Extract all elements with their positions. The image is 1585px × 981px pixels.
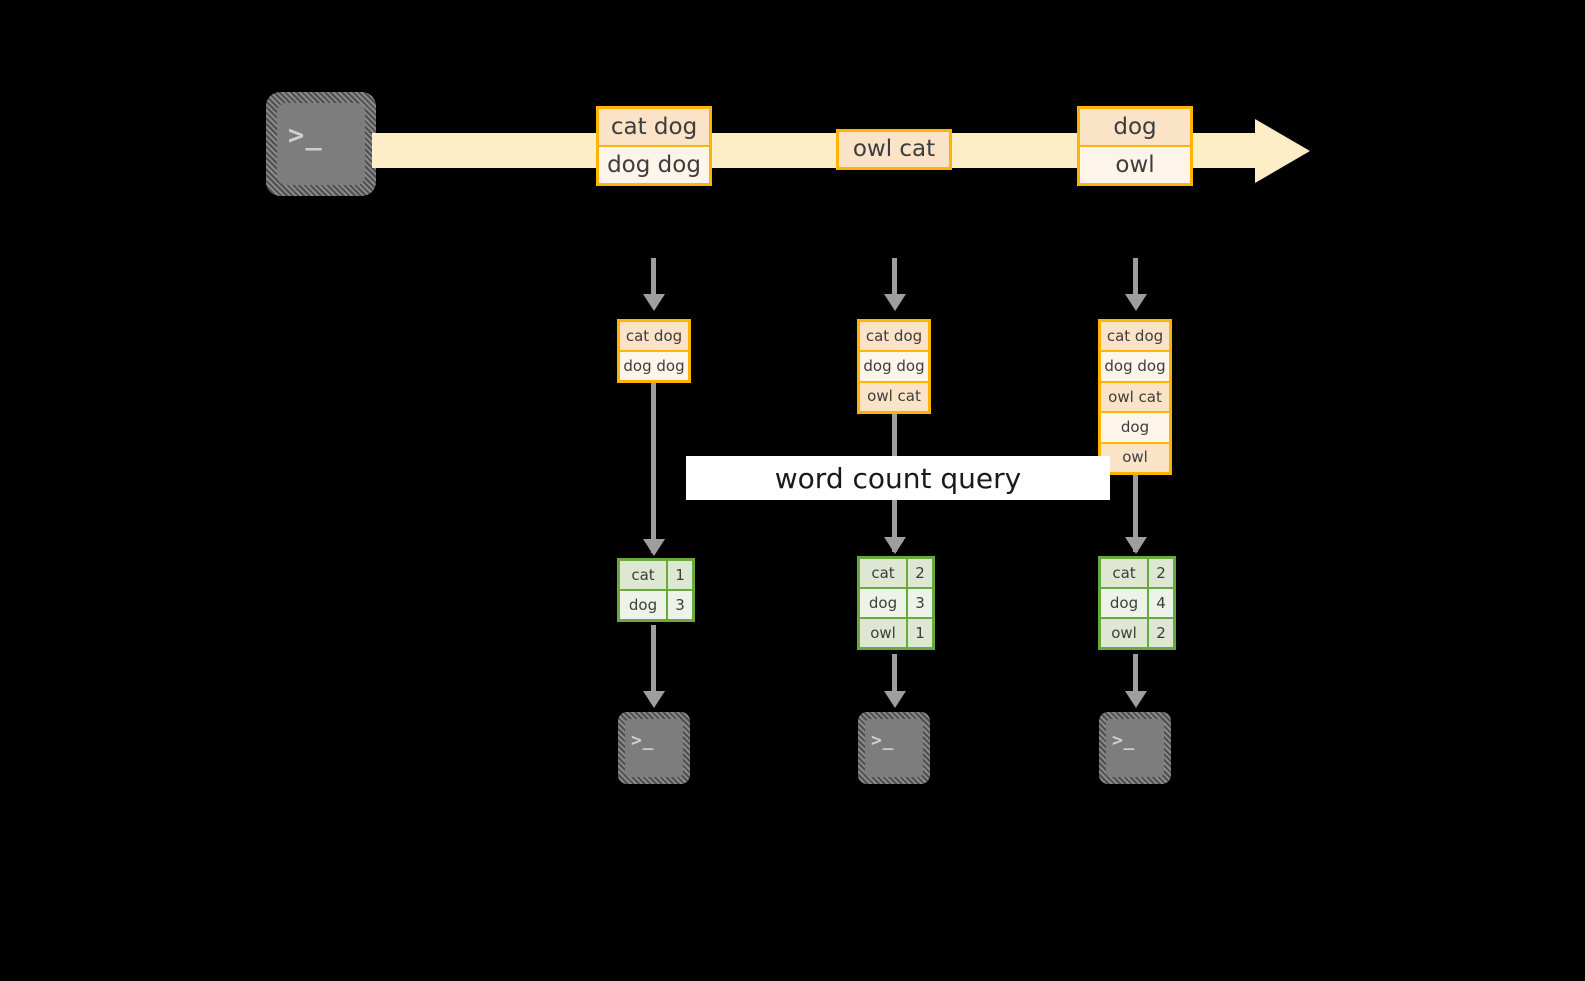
snapshot-records-1: cat dog dog dog <box>617 319 691 383</box>
terminal-body <box>865 719 923 777</box>
count-cell: 2 <box>1149 559 1173 587</box>
timeline-event-2: owl cat <box>836 129 952 170</box>
count-cell: 1 <box>668 561 692 589</box>
word-cell: owl <box>860 619 906 647</box>
terminal-prompt-glyph: >_ <box>871 730 895 751</box>
sink-terminal-icon-2: >_ <box>858 712 930 784</box>
snapshot-trigger-line-1 <box>651 258 656 296</box>
table-row: dog 3 <box>860 589 932 617</box>
word-count-table-1: cat 1 dog 3 <box>617 558 695 622</box>
table-row: owl 1 <box>860 619 932 647</box>
word-cell: dog <box>1101 589 1147 617</box>
sink-flow-line-3 <box>1133 654 1138 695</box>
record-line: dog dog <box>1101 352 1169 381</box>
sink-terminal-icon-3: >_ <box>1099 712 1171 784</box>
sink-flow-line-2 <box>892 654 897 695</box>
table-row: cat 2 <box>860 559 932 587</box>
record-line: dog dog <box>599 147 709 183</box>
snapshot-records-3: cat dog dog dog owl cat dog owl <box>1098 319 1172 475</box>
record-line: dog <box>1101 413 1169 442</box>
arrow-down-icon <box>643 539 665 556</box>
query-flow-line-3 <box>1133 475 1138 552</box>
arrow-down-icon <box>884 691 906 708</box>
word-cell: dog <box>860 589 906 617</box>
record-line: dog <box>1080 109 1190 145</box>
record-line: owl cat <box>839 132 949 167</box>
snapshot-records-2: cat dog dog dog owl cat <box>857 319 931 414</box>
word-cell: cat <box>620 561 666 589</box>
arrow-down-icon <box>643 691 665 708</box>
table-row: owl 2 <box>1101 619 1173 647</box>
count-cell: 2 <box>1149 619 1173 647</box>
table-row: dog 3 <box>620 591 692 619</box>
record-line: owl cat <box>1101 382 1169 412</box>
arrow-down-icon <box>884 294 906 311</box>
record-line: cat dog <box>860 322 928 351</box>
record-line: cat dog <box>599 109 709 145</box>
timeline-event-3: dog owl <box>1077 106 1193 186</box>
record-line: owl <box>1080 147 1190 183</box>
record-line: dog dog <box>860 352 928 381</box>
record-line: cat dog <box>620 322 688 350</box>
source-terminal-icon: >_ <box>266 92 376 196</box>
snapshot-trigger-line-2 <box>892 258 897 296</box>
sink-terminal-icon-1: >_ <box>618 712 690 784</box>
terminal-prompt-glyph: >_ <box>288 120 323 151</box>
arrow-down-icon <box>884 537 906 554</box>
word-cell: owl <box>1101 619 1147 647</box>
count-cell: 1 <box>908 619 932 647</box>
arrow-down-icon <box>1125 294 1147 311</box>
query-banner: word count query <box>686 456 1110 500</box>
count-cell: 3 <box>668 591 692 619</box>
word-cell: cat <box>860 559 906 587</box>
arrow-right-icon <box>1255 119 1310 183</box>
count-cell: 4 <box>1149 589 1173 617</box>
timeline-event-1: cat dog dog dog <box>596 106 712 186</box>
terminal-body <box>1106 719 1164 777</box>
record-line: owl <box>1101 443 1169 473</box>
word-cell: dog <box>620 591 666 619</box>
arrow-down-icon <box>1125 537 1147 554</box>
record-line: cat dog <box>1101 322 1169 351</box>
terminal-body <box>625 719 683 777</box>
sink-flow-line-1 <box>651 625 656 695</box>
query-flow-line-1 <box>651 383 656 553</box>
count-cell: 3 <box>908 589 932 617</box>
word-count-table-2: cat 2 dog 3 owl 1 <box>857 556 935 650</box>
terminal-prompt-glyph: >_ <box>1112 730 1136 751</box>
terminal-prompt-glyph: >_ <box>631 730 655 751</box>
word-count-table-3: cat 2 dog 4 owl 2 <box>1098 556 1176 650</box>
word-cell: cat <box>1101 559 1147 587</box>
record-line: owl cat <box>860 382 928 411</box>
record-line: dog dog <box>620 352 688 380</box>
arrow-down-icon <box>643 294 665 311</box>
table-row: cat 1 <box>620 561 692 589</box>
snapshot-trigger-line-3 <box>1133 258 1138 296</box>
terminal-body <box>277 103 365 185</box>
table-row: cat 2 <box>1101 559 1173 587</box>
count-cell: 2 <box>908 559 932 587</box>
arrow-down-icon <box>1125 691 1147 708</box>
table-row: dog 4 <box>1101 589 1173 617</box>
